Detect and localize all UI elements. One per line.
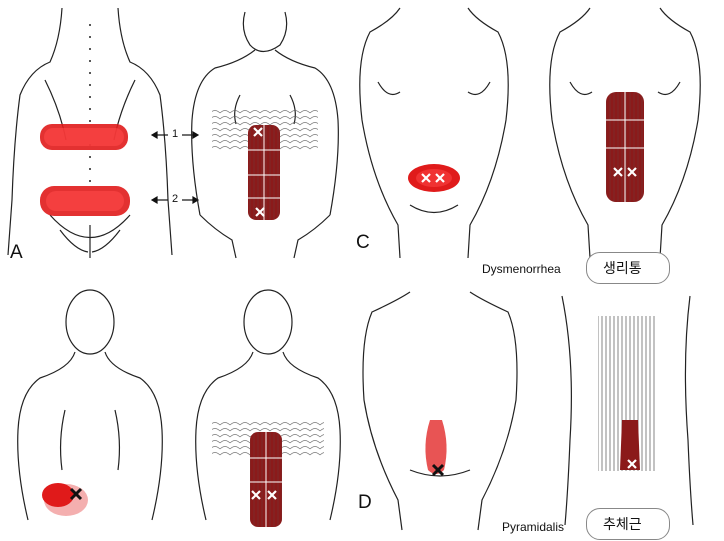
panel-b-front-figure-left: [17, 289, 163, 521]
panel-d-referral-zone: [425, 420, 447, 474]
arrow-2: [150, 195, 200, 205]
back-referral-band-lower: [40, 186, 130, 216]
panel-c-korean-caption: 생리통: [603, 261, 642, 277]
arrow-2-label: 2: [172, 193, 179, 205]
panel-c-rectus-abdominis: [606, 92, 644, 202]
panel-b-referral-zone: [42, 483, 88, 516]
panel-c-referral-zone: [408, 164, 460, 192]
panel-c-female-figure-left: [359, 7, 509, 259]
panel-d-pyramidalis-muscle: [620, 420, 640, 470]
panel-d-male-figure: [362, 291, 518, 531]
arrow-1-label: 1: [172, 128, 179, 140]
panel-d-letter: D: [358, 492, 372, 513]
panel-c-caption: Dysmenorrhea: [482, 262, 561, 276]
back-referral-band-upper: [40, 124, 128, 150]
panel-c-korean-bubble: [586, 252, 670, 284]
arrow-1: [150, 130, 200, 140]
panel-b-front-figure-right: [195, 289, 341, 521]
panel-a-front-figure: [191, 11, 339, 259]
panel-b-rectus-abdominis: [250, 432, 282, 527]
spine-dots: [89, 24, 91, 182]
panel-d-korean-bubble: [586, 508, 670, 540]
panel-d-korean-caption: 추체근: [603, 517, 642, 533]
panel-a-back-figure: [7, 7, 173, 258]
panel-d-caption: Pyramidalis: [502, 520, 565, 534]
panel-a-letter: A: [10, 242, 23, 263]
panel-a-rectus-abdominis: [248, 125, 280, 220]
panel-c-female-figure-right: [549, 7, 701, 259]
panel-d-abdominal-wall: [561, 295, 694, 526]
panel-c-letter: C: [356, 232, 370, 253]
